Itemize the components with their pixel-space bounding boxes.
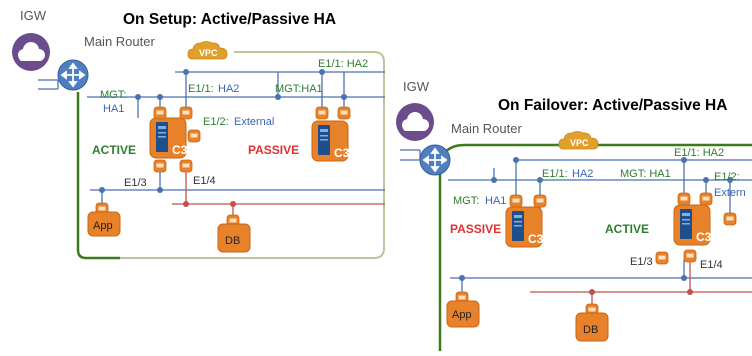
left-passive-firewall-icon: C3 — [311, 120, 350, 162]
left-label-e14: E1/4 — [193, 175, 216, 187]
left-active-firewall-icon: C3 — [149, 117, 188, 159]
right-label-ha2: HA2 — [572, 168, 593, 180]
left-label-e11: E1/1: — [188, 83, 214, 95]
right-passive-port-b-icon — [533, 194, 547, 208]
left-junctions — [99, 69, 347, 193]
left-db-node: DB — [217, 214, 251, 253]
left-igw-icon — [12, 33, 50, 71]
left-state-active: ACTIVE — [92, 143, 136, 157]
right-active-port-e13-icon — [655, 251, 669, 265]
right-active-port-e14-icon — [683, 249, 697, 263]
right-vpc-label: VPC — [570, 138, 589, 148]
svg-text:C3: C3 — [172, 143, 188, 157]
right-state-passive: PASSIVE — [450, 222, 501, 236]
right-igw-label: IGW — [403, 79, 430, 94]
left-igw-label: IGW — [20, 8, 47, 23]
left-app-label: App — [93, 220, 113, 232]
svg-text:C3: C3 — [334, 146, 350, 160]
svg-text:C3: C3 — [696, 230, 712, 244]
right-app-label: App — [452, 309, 472, 321]
right-label-e11: E1/1: — [542, 168, 568, 180]
right-panel: IGW Main Router VPC On Failover: Active/… — [396, 79, 752, 351]
left-active-port-top-icon — [153, 106, 167, 120]
right-passive-firewall-icon: C3 — [505, 206, 544, 248]
right-label-extern: Extern — [714, 187, 746, 199]
right-db-node: DB — [575, 303, 609, 342]
left-db-label: DB — [225, 235, 240, 247]
right-label-e11-ha2-top: E1/1: HA2 — [674, 147, 724, 159]
left-state-passive: PASSIVE — [248, 143, 299, 157]
right-title: On Failover: Active/Passive HA — [498, 97, 727, 114]
right-active-firewall-icon: C3 — [673, 204, 712, 246]
right-passive-port-a-icon — [509, 194, 523, 208]
right-db-label: DB — [583, 324, 598, 336]
right-router-label: Main Router — [451, 121, 522, 136]
left-passive-port-b-icon — [337, 106, 351, 120]
right-label-e13: E1/3 — [630, 256, 653, 268]
left-active-port-e12-icon — [187, 129, 201, 143]
right-igw-icon — [396, 103, 434, 141]
right-active-port-e12-icon — [723, 212, 737, 226]
left-label-e11-ha2-top: E1/1: HA2 — [318, 58, 368, 70]
left-active-port-e13-icon — [153, 159, 167, 173]
left-title: On Setup: Active/Passive HA — [123, 11, 336, 28]
right-active-port-top-icon — [677, 192, 691, 206]
right-label-mgt: MGT: — [453, 195, 479, 207]
left-router-label: Main Router — [84, 34, 155, 49]
right-app-node: App — [446, 291, 480, 328]
left-passive-port-a-icon — [315, 106, 329, 120]
left-label-ha2: HA2 — [218, 83, 239, 95]
left-label-ha1: HA1 — [103, 103, 124, 115]
right-state-active: ACTIVE — [605, 222, 649, 236]
left-label-e13: E1/3 — [124, 177, 147, 189]
right-label-ha1: HA1 — [485, 195, 506, 207]
right-blue-links — [400, 149, 752, 295]
right-active-port-e11-icon — [699, 192, 713, 206]
right-junctions — [459, 157, 733, 281]
left-label-mgt-ha1-right: MGT:HA1 — [275, 83, 323, 95]
left-active-port-e14-icon — [179, 159, 193, 173]
left-panel: IGW Main Router VPC On Setup: Active/Pas… — [12, 8, 385, 260]
left-label-mgt: MGT: — [100, 89, 126, 101]
left-label-e12: E1/2: — [203, 116, 229, 128]
right-label-e12: E1/2: — [714, 171, 740, 183]
left-app-node: App — [87, 202, 121, 237]
right-router-icon — [419, 144, 451, 176]
left-router-icon — [57, 59, 89, 91]
left-label-external: External — [234, 116, 274, 128]
svg-text:C3: C3 — [528, 232, 544, 246]
right-label-e14: E1/4 — [700, 259, 723, 271]
left-vpc-label: VPC — [199, 48, 218, 58]
right-label-mgt-ha1: MGT: HA1 — [620, 168, 671, 180]
left-active-port-e11-icon — [179, 106, 193, 120]
